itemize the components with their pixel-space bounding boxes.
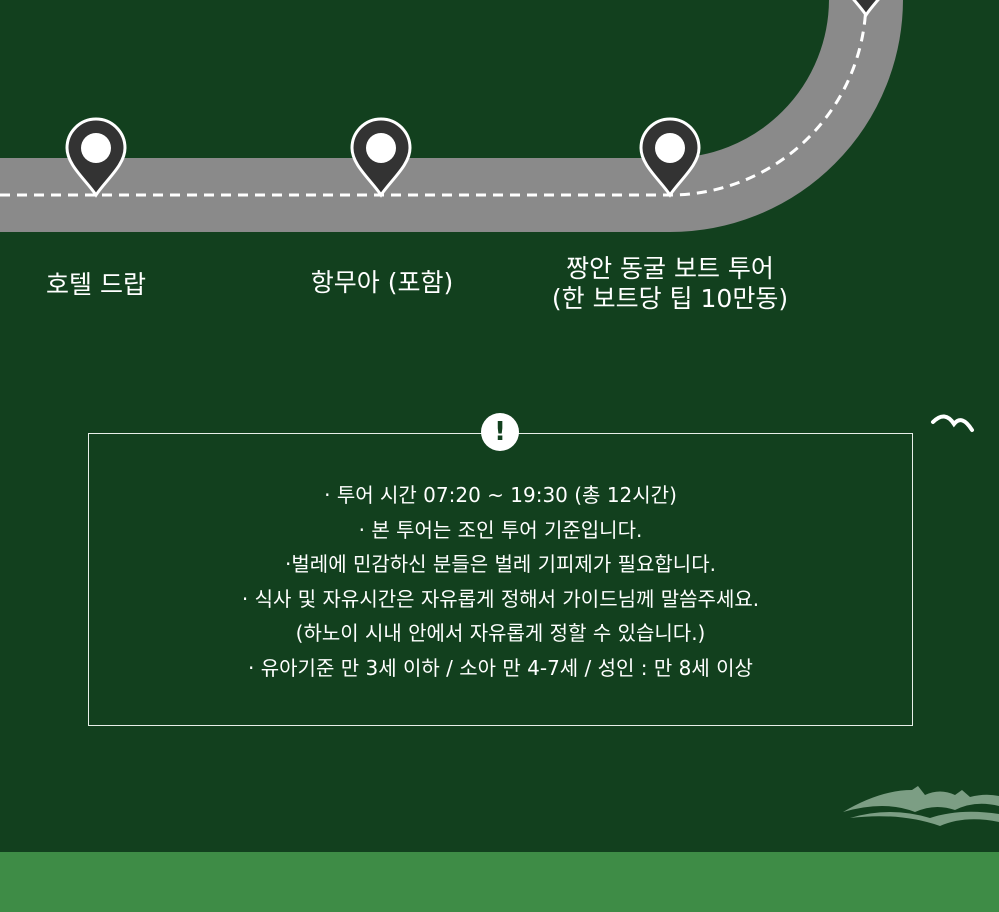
stop-label-hang-mua: 항무아 (포함)	[310, 268, 454, 297]
notice-line: · 투어 시간 07:20 ~ 19:30 (총 12시간)	[324, 483, 677, 507]
notice-line: · 본 투어는 조인 투어 기준입니다.	[358, 517, 643, 542]
route-road	[0, 0, 999, 826]
notice-line: · 유아기준 만 3세 이하 / 소아 만 4-7세 / 성인 : 만 8세 이…	[248, 655, 753, 680]
stop-label-hotel-drop: 호텔 드랍	[46, 270, 146, 299]
stop-label-line: 짱안 동굴 보트 투어	[566, 254, 774, 283]
map-pin-icon	[350, 117, 412, 198]
notice-line: ·벌레에 민감하신 분들은 벌레 기피제가 필요합니다.	[285, 552, 716, 576]
seagull-icon	[931, 414, 974, 432]
footer-band	[0, 852, 999, 912]
stop-label-line: (한 보트당 팁 10만동)	[551, 284, 789, 313]
stop-label-trang-an: 짱안 동굴 보트 투어 (한 보트당 팁 10만동)	[552, 254, 788, 314]
map-pin-icon	[65, 117, 127, 198]
map-pin-icon	[639, 117, 701, 198]
waves-icon	[843, 786, 999, 826]
notice-line: (하노이 시내 안에서 자유롭게 정할 수 있습니다.)	[295, 621, 706, 645]
exclamation-icon: !	[481, 413, 519, 451]
notice-box: · 투어 시간 07:20 ~ 19:30 (총 12시간) · 본 투어는 조…	[88, 433, 913, 726]
notice-line: · 식사 및 자유시간은 자유롭게 정해서 가이드님께 말씀주세요.	[241, 586, 760, 611]
map-pin-icon	[852, 0, 880, 18]
